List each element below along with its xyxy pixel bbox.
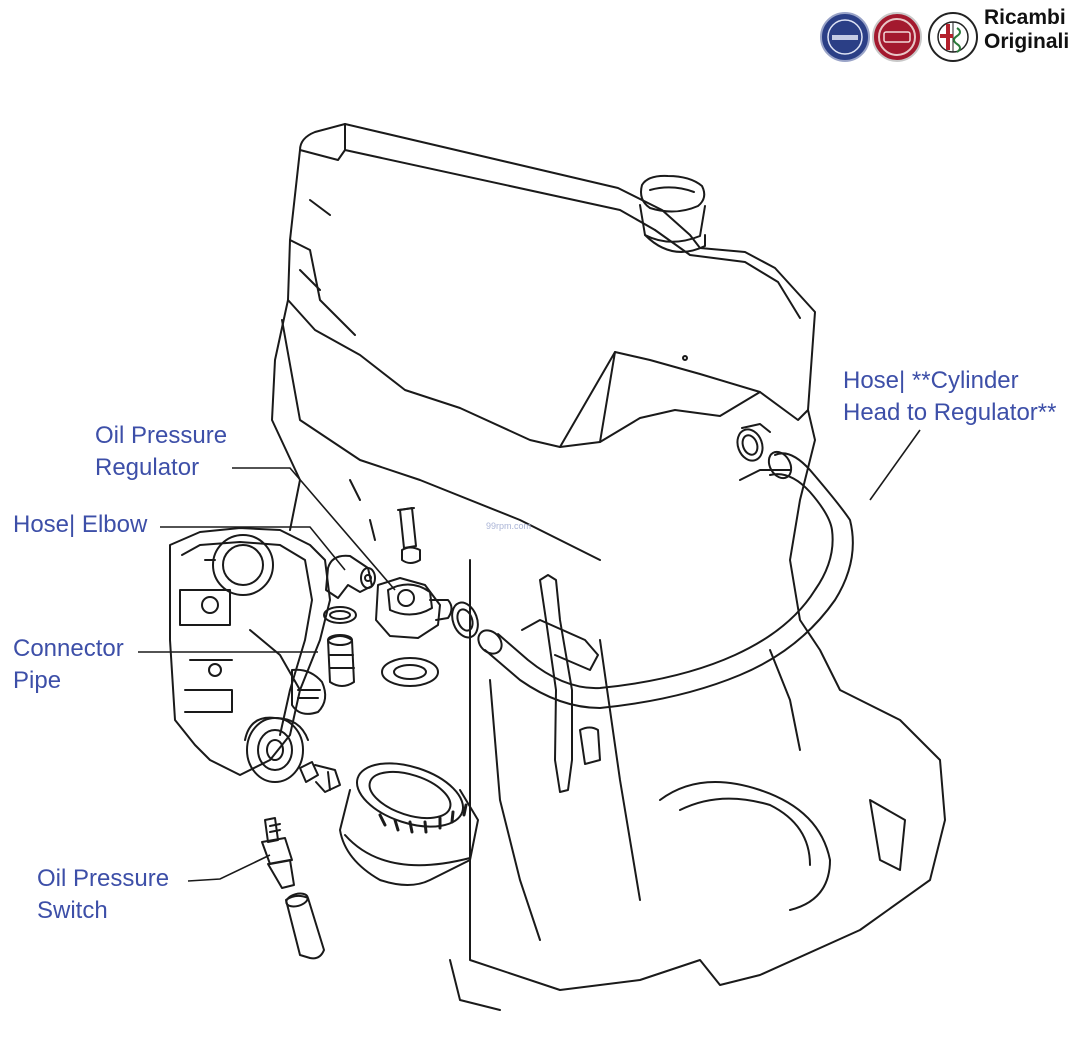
label-connector-pipe: Connector Pipe [13, 633, 124, 697]
leader-hose-elbow [160, 526, 346, 571]
brand-line-1: Ricambi [984, 6, 1066, 29]
main-hose [477, 450, 854, 709]
label-hose-cylinder-head-line1: Hose| **Cylinder [843, 367, 1019, 394]
engine-block [271, 299, 946, 1011]
label-hose-cylinder-head: Hose| **Cylinder Head to Regulator** [843, 365, 1056, 429]
label-oil-pressure-switch-line1: Oil Pressure [37, 865, 170, 892]
label-hose-elbow-line1: Hose| Elbow [13, 511, 148, 538]
lancia-logo [820, 12, 870, 62]
oil-filler-cap [639, 174, 706, 253]
label-hose-elbow: Hose| Elbow [13, 509, 147, 541]
label-connector-pipe-line1: Connector [13, 635, 124, 662]
pump-housing [169, 527, 331, 776]
leader-hose-cylinder-head [869, 429, 921, 501]
watermark: 99rpm.com [486, 521, 532, 531]
leader-oil-pressure-switch [187, 854, 271, 882]
label-hose-cylinder-head-line2: Head to Regulator** [843, 399, 1057, 426]
alfa-romeo-emblem [937, 21, 969, 53]
label-oil-pressure-switch: Oil Pressure Switch [37, 863, 169, 927]
label-oil-pressure-regulator-line2: Regulator [95, 454, 200, 481]
filter-nipple [299, 761, 341, 793]
regulator-assembly [375, 507, 453, 687]
label-oil-pressure-regulator-line1: Oil Pressure [95, 422, 228, 449]
fiat-logo [872, 12, 922, 62]
leader-regulator [232, 467, 396, 591]
dipstick [521, 574, 601, 793]
label-oil-pressure-regulator: Oil Pressure Regulator [95, 420, 227, 484]
connector-pipe-part [327, 634, 355, 687]
brand-line-2: Originali [984, 30, 1070, 53]
label-connector-pipe-line2: Pipe [13, 667, 62, 694]
lancia-emblem [827, 19, 863, 55]
label-oil-pressure-switch-line2: Switch [37, 897, 108, 924]
hose-elbow-part [325, 554, 376, 599]
oil-filter [339, 762, 479, 886]
hose-clips [323, 423, 771, 639]
alfa-romeo-logo [928, 12, 978, 62]
filter-mount [244, 716, 309, 783]
oil-pressure-switch-part [261, 817, 325, 960]
fiat-emblem [878, 18, 916, 56]
valve-cover [287, 123, 816, 448]
brand-text: Ricambi Originali [984, 6, 1069, 54]
